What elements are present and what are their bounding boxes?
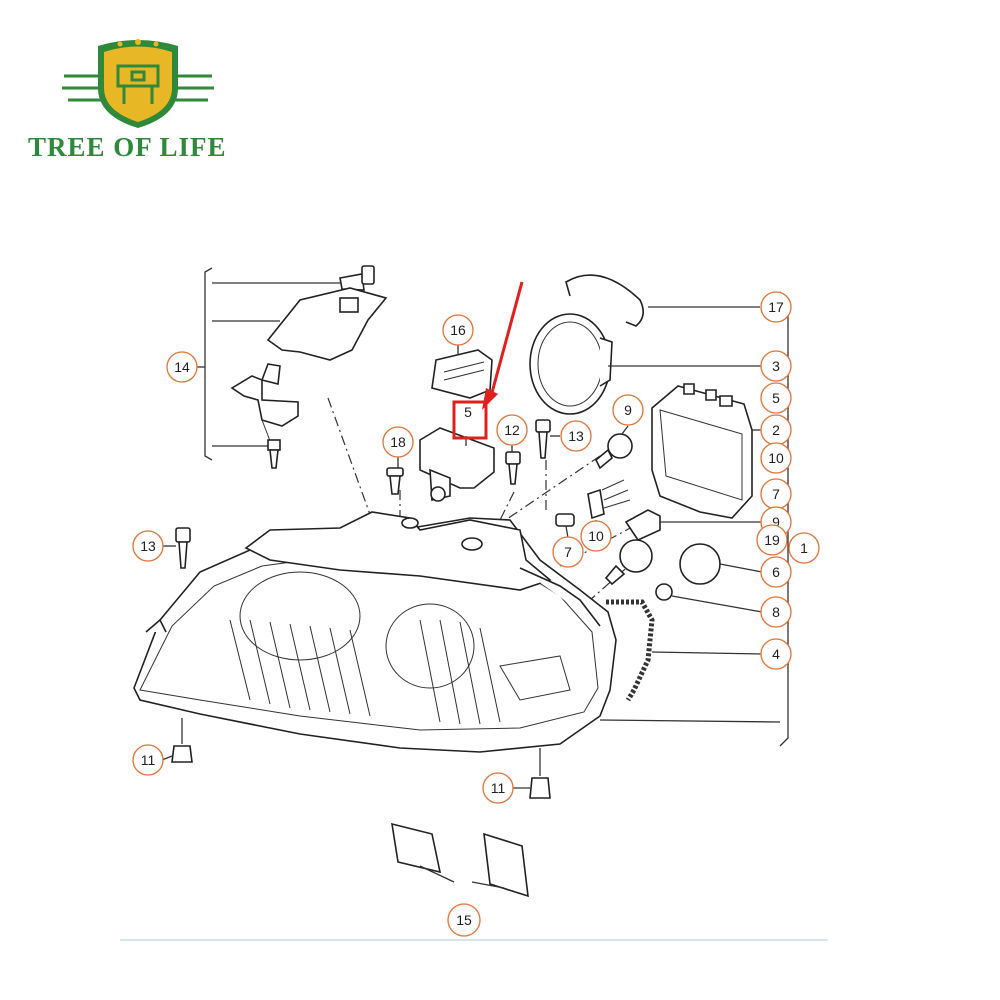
pin-part xyxy=(386,467,404,495)
svg-text:11: 11 xyxy=(141,752,156,768)
bulb-7-part xyxy=(555,513,575,527)
film-pad-part xyxy=(391,822,442,874)
cover-plate-part xyxy=(212,287,388,361)
screw-part xyxy=(212,265,375,291)
spring-clip-part xyxy=(565,274,644,327)
svg-text:11: 11 xyxy=(491,780,506,796)
svg-text:1: 1 xyxy=(800,540,808,556)
callout-4: 4 xyxy=(760,638,792,670)
callout-3: 3 xyxy=(760,350,792,382)
callout-19: 19 xyxy=(756,524,788,556)
callout-7-right: 7 xyxy=(760,478,792,510)
cap-part xyxy=(651,383,753,519)
svg-text:3: 3 xyxy=(772,358,780,374)
socket-part xyxy=(587,479,631,520)
headlight-housing-part xyxy=(133,511,617,753)
callout-12: 12 xyxy=(496,414,528,446)
svg-text:15: 15 xyxy=(456,912,472,928)
nut-11-part xyxy=(171,718,193,763)
callout-17: 17 xyxy=(760,291,792,323)
connector-part xyxy=(431,344,493,399)
film-pad-b-part xyxy=(483,832,529,898)
small-screw-part xyxy=(212,439,281,469)
svg-text:5: 5 xyxy=(772,390,780,406)
screw-13-part xyxy=(535,419,551,459)
callout-15: 15 xyxy=(447,903,481,937)
tree-of-life-logo xyxy=(62,39,214,128)
bulb-9-part xyxy=(595,433,633,470)
callout-13-left: 13 xyxy=(132,530,164,562)
callout-1: 1 xyxy=(788,532,820,564)
bulb-19-part xyxy=(624,509,762,542)
svg-text:8: 8 xyxy=(772,604,780,620)
highlight-box xyxy=(452,400,488,440)
svg-text:14: 14 xyxy=(174,359,190,375)
callout-11-left: 11 xyxy=(132,744,164,776)
callout-5-highlighted: 5 xyxy=(464,404,472,420)
callout-9-top: 9 xyxy=(612,394,644,426)
callout-11-right: 11 xyxy=(482,772,514,804)
svg-text:19: 19 xyxy=(764,532,780,548)
bulb-8-part xyxy=(655,583,763,613)
bulb-6-part xyxy=(604,539,763,586)
callout-10-socket: 10 xyxy=(580,520,612,552)
nut-11b-part xyxy=(529,748,551,799)
highlight-arrow-icon xyxy=(482,281,524,410)
svg-text:17: 17 xyxy=(768,299,784,315)
svg-text:4: 4 xyxy=(772,646,780,662)
callout-5-right: 5 xyxy=(760,382,792,414)
screw-12-part xyxy=(505,451,521,485)
callout-8: 8 xyxy=(760,596,792,628)
svg-text:9: 9 xyxy=(624,402,632,418)
callout-10-right: 10 xyxy=(760,442,792,474)
bracket-part xyxy=(230,363,299,447)
callout-16: 16 xyxy=(442,314,474,346)
svg-text:9: 9 xyxy=(772,514,780,530)
callout-6: 6 xyxy=(760,556,792,588)
cable-part xyxy=(606,599,655,702)
svg-text:7: 7 xyxy=(564,544,572,560)
svg-text:16: 16 xyxy=(450,322,466,338)
callout-18: 18 xyxy=(382,426,414,458)
svg-text:7: 7 xyxy=(772,486,780,502)
callout-2: 2 xyxy=(760,414,792,446)
svg-text:12: 12 xyxy=(504,422,520,438)
brand-name: TREE OF LIFE xyxy=(28,132,227,162)
svg-text:10: 10 xyxy=(768,450,784,466)
svg-text:6: 6 xyxy=(772,564,780,580)
adjuster-motor-part xyxy=(419,427,495,502)
svg-text:10: 10 xyxy=(588,528,604,544)
screw-13b-part xyxy=(175,527,191,569)
callout-13-top: 13 xyxy=(560,420,592,452)
svg-text:18: 18 xyxy=(390,434,406,450)
callout-7-bulb: 7 xyxy=(552,536,584,568)
svg-text:13: 13 xyxy=(140,538,156,554)
svg-text:13: 13 xyxy=(568,428,584,444)
svg-text:2: 2 xyxy=(772,422,780,438)
callout-14: 14 xyxy=(166,351,198,383)
seal-ring-part xyxy=(529,313,613,415)
